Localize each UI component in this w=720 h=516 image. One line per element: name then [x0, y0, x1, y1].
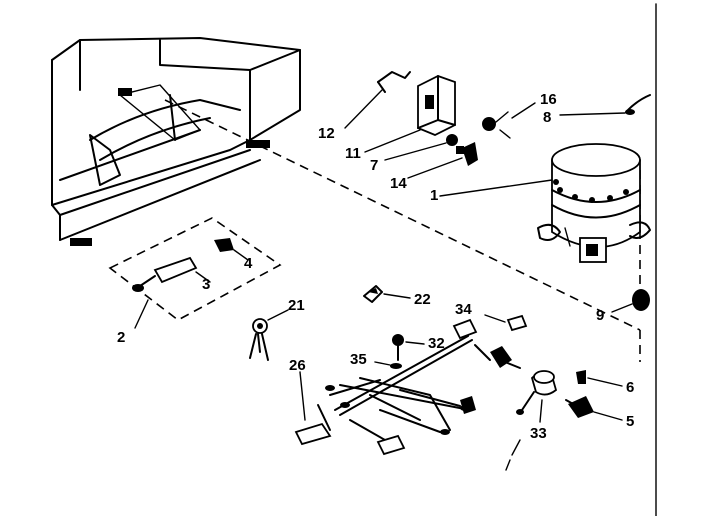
dashed-leader-cabinet [164, 99, 641, 331]
part-26-wiring-harness [294, 318, 521, 456]
part-35-washer [374, 361, 402, 369]
part-34-connector [484, 314, 528, 332]
cabinet-base-drawing [51, 37, 301, 246]
part-6-screw [576, 370, 623, 387]
part-2-kit [108, 217, 282, 329]
label-2: 2 [117, 329, 125, 346]
label-8: 8 [543, 109, 551, 126]
part-5-bracket [565, 396, 623, 421]
label-11: 11 [345, 145, 361, 162]
label-35: 35 [350, 351, 367, 368]
label-33: 33 [530, 425, 547, 442]
label-4: 4 [244, 255, 253, 272]
part-33-capacitor [505, 370, 558, 471]
label-5: 5 [626, 413, 634, 430]
label-12: 12 [318, 125, 335, 142]
part-32-screw [392, 334, 425, 361]
label-7: 7 [370, 157, 378, 174]
label-22: 22 [414, 291, 431, 308]
part-14-overload [407, 142, 478, 179]
part-12-bracket [344, 71, 411, 129]
part-22-clip [363, 285, 411, 303]
part-8-wire [559, 94, 651, 116]
label-32: 32 [428, 335, 445, 352]
label-1: 1 [430, 187, 438, 204]
label-6: 6 [626, 379, 634, 396]
part-11-relay-box [364, 75, 456, 153]
label-3: 3 [202, 276, 210, 293]
label-26: 26 [289, 357, 306, 374]
label-16: 16 [540, 91, 557, 108]
part-16-screw [482, 102, 536, 139]
label-34: 34 [455, 301, 472, 318]
part-1-compressor [439, 143, 651, 263]
label-9: 9 [596, 307, 604, 324]
part-7-clip [384, 134, 458, 161]
label-14: 14 [390, 175, 407, 192]
label-21: 21 [288, 297, 305, 314]
part-21-clip [249, 309, 289, 361]
part-9-grommet [611, 289, 650, 313]
